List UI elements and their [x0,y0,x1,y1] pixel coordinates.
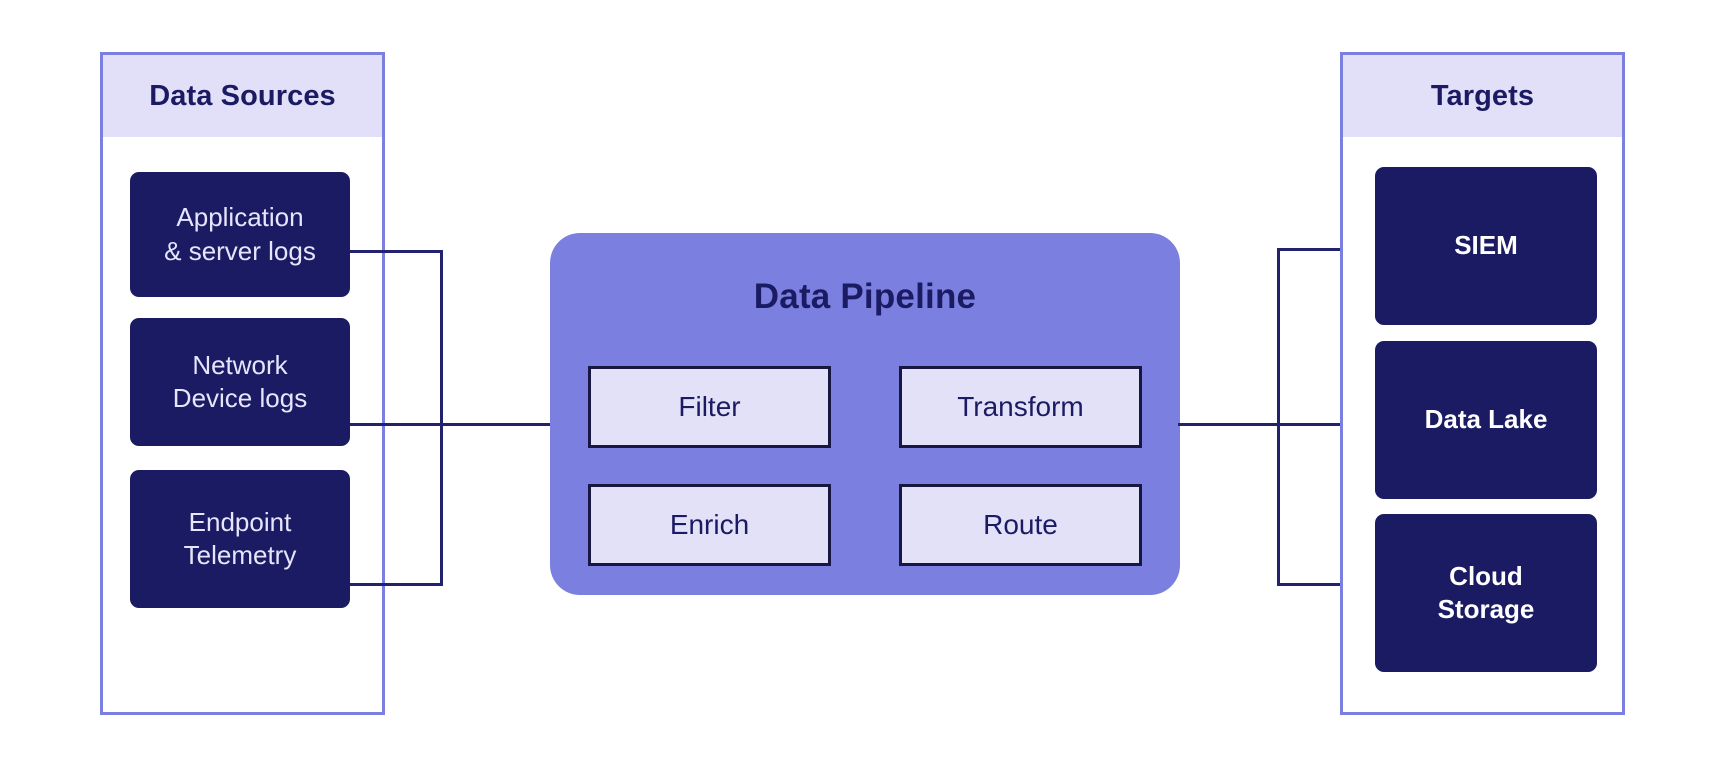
connector-bus-to-target-1 [1277,248,1377,251]
source-node-label: Application & server logs [164,201,316,268]
source-label-line2: Telemetry [183,540,297,570]
target-node-label: Cloud Storage [1438,560,1535,627]
source-node-endpoint-telemetry[interactable]: Endpoint Telemetry [130,470,350,608]
source-node-label: Endpoint Telemetry [184,506,297,573]
connector-source-3-to-bus [350,583,443,586]
connector-source-bus-vertical [440,250,443,586]
source-node-network-device-logs[interactable]: Network Device logs [130,318,350,446]
pipeline-stage-enrich[interactable]: Enrich [588,484,831,566]
data-sources-header: Data Sources [103,55,382,137]
source-label-line1: Application [176,202,304,233]
connector-bus-to-target-3 [1277,583,1377,586]
targets-header: Targets [1343,55,1622,137]
target-label-line2: Storage [1437,594,1535,624]
source-label-line2: Device logs [172,383,308,413]
data-pipeline-title: Data Pipeline [753,277,977,316]
connector-target-bus-vertical [1277,248,1280,586]
connector-bus-to-target-2 [1277,423,1377,426]
pipeline-stage-grid: Filter Transform Enrich Route [588,366,1142,566]
source-label-line1: Network [192,349,288,380]
connector-source-2-to-bus [350,423,443,426]
pipeline-stage-filter[interactable]: Filter [588,366,831,448]
data-pipeline-container: Data Pipeline Filter Transform Enrich Ro… [550,233,1180,595]
source-node-label: Network Device logs [173,349,307,416]
target-label-line1: SIEM [1454,230,1518,261]
source-label-line1: Endpoint [188,506,292,537]
target-node-siem[interactable]: SIEM [1375,167,1597,325]
source-node-application-server-logs[interactable]: Application & server logs [130,172,350,297]
target-node-data-lake[interactable]: Data Lake [1375,341,1597,499]
connector-source-1-to-bus [350,250,443,253]
connector-bus-to-pipeline [440,423,553,426]
target-node-cloud-storage[interactable]: Cloud Storage [1375,514,1597,672]
pipeline-stage-transform[interactable]: Transform [899,366,1142,448]
target-node-label: Data Lake [1425,403,1548,436]
connector-pipeline-to-target-bus [1178,423,1280,426]
target-label-line1: Cloud [1449,560,1523,591]
pipeline-stage-route[interactable]: Route [899,484,1142,566]
target-node-label: SIEM [1454,229,1518,262]
source-label-line2: & server logs [164,235,316,266]
target-label-line1: Data Lake [1424,404,1548,435]
